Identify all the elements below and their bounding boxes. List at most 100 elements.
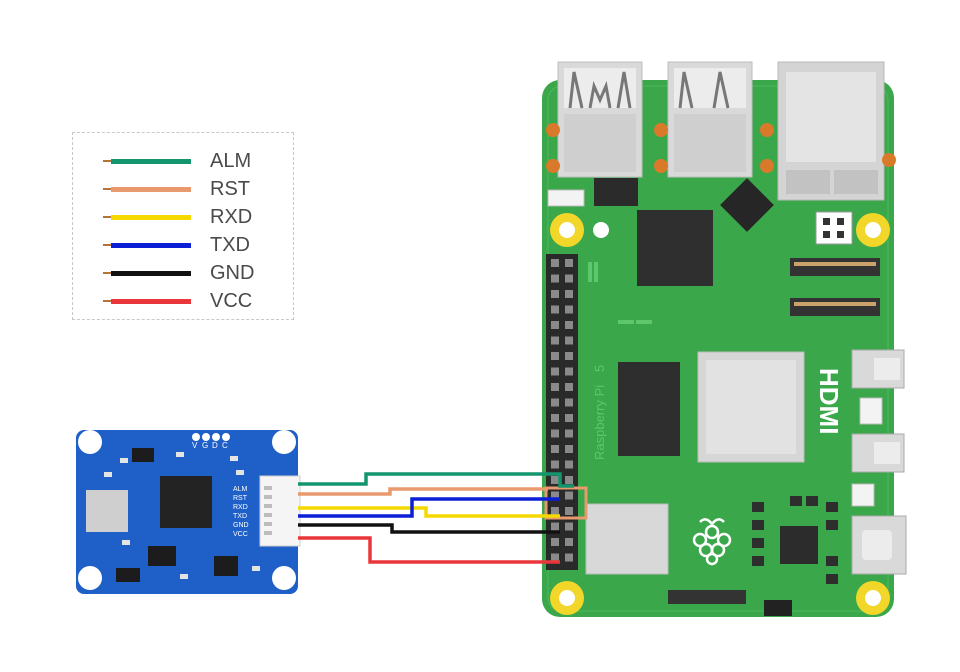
fan-connector — [547, 189, 585, 207]
jumper-header — [815, 211, 853, 245]
legend-label-txd: TXD — [210, 234, 250, 256]
gpio-pin — [565, 507, 573, 515]
gpio-pin — [565, 476, 573, 484]
gpio-pin — [565, 305, 573, 314]
legend-label-vcc: VCC — [210, 290, 253, 312]
ethernet-port — [777, 61, 885, 201]
sensor-module: V G D C ALM RST RXD TXD GND — [76, 430, 301, 594]
gpio-pin — [551, 367, 559, 376]
gpio-pin — [551, 491, 559, 500]
legend-item-gnd: GND — [73, 262, 293, 284]
gpio-pin — [565, 445, 573, 453]
gpio-pin — [565, 352, 573, 360]
module-label-c: C — [222, 441, 228, 450]
raspberry-pi-board: Raspberry Pi 5 HDMI — [542, 61, 907, 617]
battery-connector — [851, 483, 875, 507]
wire-vcc — [298, 536, 560, 564]
wires — [298, 472, 574, 564]
module-pin-label-txd: TXD — [233, 513, 247, 520]
wire-alm — [298, 472, 574, 488]
legend-swatch-vcc — [111, 299, 191, 304]
legend-label-rxd: RXD — [210, 206, 253, 228]
wire-legend: ALM RST RXD TXD GND VCC — [72, 132, 294, 320]
module-label-g: G — [202, 441, 208, 450]
gpio-pin — [551, 507, 559, 515]
small-chip — [594, 178, 638, 206]
legend-swatch-gnd — [111, 271, 191, 276]
legend-item-rst: RST — [73, 178, 293, 200]
gpio-pin — [565, 259, 573, 267]
gpio-pin — [551, 259, 559, 267]
gpio-pin — [551, 398, 559, 407]
wire-rxd — [298, 506, 560, 518]
rst-wire-loop — [544, 486, 588, 520]
power-chip — [780, 526, 818, 564]
gpio-pin — [551, 414, 559, 422]
gpio-pin — [551, 445, 559, 453]
ram-chip — [618, 362, 680, 456]
pi-brand-label: Raspberry Pi — [592, 385, 607, 460]
raspberry-logo-icon — [692, 518, 732, 566]
gpio-pin — [551, 383, 559, 391]
gpio-pin — [551, 553, 559, 562]
gpio-pin — [565, 290, 573, 298]
hdmi-port-1 — [851, 349, 905, 389]
gpio-pin — [565, 553, 573, 562]
usb-port-1 — [557, 61, 643, 178]
wire-txd — [298, 497, 560, 518]
module-pin-label-gnd: GND — [233, 522, 249, 529]
gpio-pin — [565, 383, 573, 391]
legend-item-vcc: VCC — [73, 290, 293, 312]
gpio-pin — [551, 476, 559, 484]
hdmi-port-2 — [851, 433, 905, 473]
gpio-pin — [551, 290, 559, 298]
module-pin-label-vcc: VCC — [233, 531, 248, 538]
gpio-pin — [551, 538, 559, 546]
gpio-pin — [551, 274, 559, 283]
pcie-fpc-connector — [668, 590, 746, 604]
gpio-pin — [565, 538, 573, 546]
gpio-header — [546, 254, 578, 570]
gpio-pin — [565, 429, 573, 438]
usb-c-port — [851, 515, 907, 575]
camera-connector-2 — [790, 298, 880, 316]
legend-swatch-alm — [111, 159, 191, 164]
module-label-d: D — [212, 441, 218, 450]
legend-swatch-rst — [111, 187, 191, 192]
gpio-pin — [551, 321, 559, 329]
module-label-v: V — [192, 441, 198, 450]
hdmi-label: HDMI — [814, 368, 844, 434]
legend-swatch-rxd — [111, 215, 191, 220]
gpio-pin — [565, 398, 573, 407]
gpio-pin — [551, 305, 559, 314]
module-pin-label-rst: RST — [233, 495, 248, 502]
legend-item-rxd: RXD — [73, 206, 293, 228]
uart-connector — [859, 397, 883, 425]
gpio-pin — [565, 522, 573, 531]
gpio-pin — [565, 321, 573, 329]
gpio-pin — [565, 336, 573, 345]
camera-connector-1 — [790, 258, 880, 276]
rp1-chip — [637, 210, 713, 286]
pi-model-label: 5 — [592, 365, 607, 372]
legend-item-txd: TXD — [73, 234, 293, 256]
power-button[interactable] — [764, 600, 792, 616]
wire-rst — [298, 487, 548, 496]
usb-port-2 — [667, 61, 753, 178]
legend-label-alm: ALM — [210, 150, 252, 172]
wire-gnd — [298, 523, 560, 534]
gpio-pin — [565, 460, 573, 469]
gpio-pin — [551, 460, 559, 469]
module-mcu — [160, 476, 212, 528]
legend-item-alm: ALM — [73, 150, 293, 172]
gpio-pin — [565, 491, 573, 500]
pcie-connector-shield — [585, 503, 669, 575]
legend-swatch-txd — [111, 243, 191, 248]
gpio-pin — [565, 274, 573, 283]
legend-label-rst: RST — [210, 178, 250, 200]
gpio-pin — [551, 429, 559, 438]
gpio-pin — [551, 336, 559, 345]
legend-label-gnd: GND — [210, 262, 255, 284]
